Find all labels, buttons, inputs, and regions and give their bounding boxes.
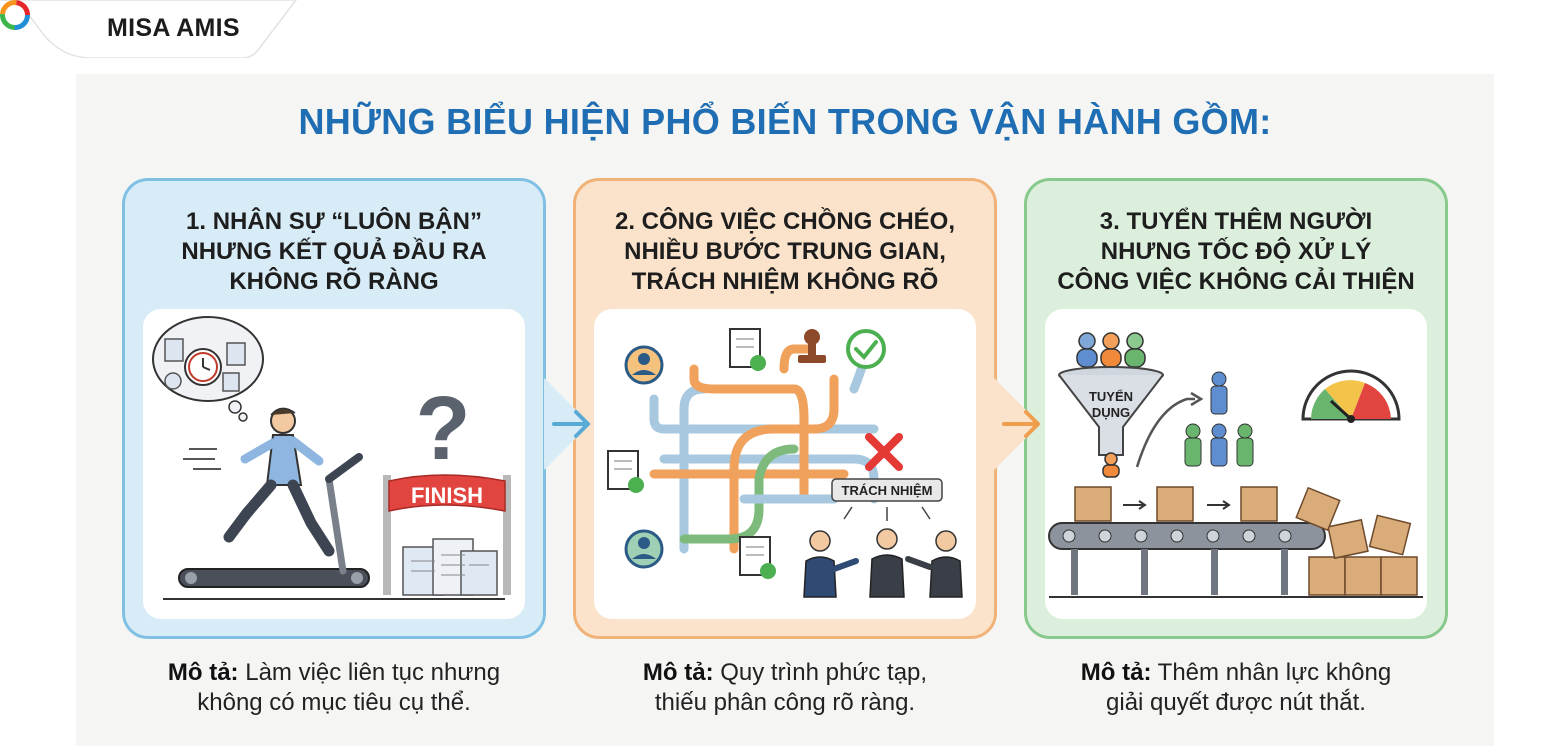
logo-tab: MISA AMIS [0, 0, 300, 58]
card-title-line: KHÔNG RÕ RÀNG [229, 268, 439, 295]
card-title: 2. CÔNG VIỆC CHỒNG CHÉO, NHIỀU BƯỚC TRUN… [586, 207, 984, 297]
card-title-line: 1. NHÂN SỰ “LUÔN BẬN” [186, 208, 482, 235]
check-circle-icon [846, 329, 886, 369]
card-title: 3. TUYỂN THÊM NGƯỜI NHƯNG TỐC ĐỘ XỬ LÝ C… [1037, 207, 1435, 297]
card-title-line: NHIỀU BƯỚC TRUNG GIAN, [624, 238, 946, 265]
logo-tab-shape [0, 0, 297, 58]
box-pile-icon [1295, 486, 1418, 596]
card-description: Mô tả: Thêm nhân lực không giải quyết đư… [1024, 658, 1448, 718]
businessmen-icon [803, 528, 963, 598]
responsibility-text: TRÁCH NHIỆM [842, 483, 933, 498]
card-title-line: CÔNG VIỆC KHÔNG CẢI THIỆN [1057, 268, 1415, 295]
desc-text: giải quyết được nút thắt. [1106, 689, 1366, 716]
red-x-icon [865, 433, 903, 471]
card-description: Mô tả: Làm việc liên tục nhưng không có … [122, 658, 546, 718]
desc-text: không có mục tiêu cụ thể. [197, 689, 471, 716]
card-busy-staff: 1. NHÂN SỰ “LUÔN BẬN” NHƯNG KẾT QUẢ ĐẦU … [122, 178, 546, 639]
card-title-line: NHƯNG KẾT QUẢ ĐẦU RA [181, 238, 487, 265]
document-check-icon [729, 328, 766, 371]
document-check-icon [607, 450, 644, 493]
user-avatar-icon [624, 345, 664, 385]
funnel-label-line2: DỤNG [1092, 405, 1130, 420]
question-mark: ? [416, 379, 471, 479]
card-title-line: 3. TUYỂN THÊM NGƯỜI [1099, 208, 1373, 235]
illustration-treadmill: FINISH ? [143, 309, 525, 619]
card-hiring-no-speedup: 3. TUYỂN THÊM NGƯỜI NHƯNG TỐC ĐỘ XỬ LÝ C… [1024, 178, 1448, 639]
misa-logo-icon [0, 0, 30, 30]
card-title: 1. NHÂN SỰ “LUÔN BẬN” NHƯNG KẾT QUẢ ĐẦU … [135, 207, 533, 297]
staff-tree-icon [1184, 371, 1254, 467]
document-stack-icon [402, 538, 498, 596]
page-title: NHỮNG BIỂU HIỆN PHỔ BIẾN TRONG VẬN HÀNH … [298, 101, 1272, 142]
boxes-on-conveyor-icon [1074, 486, 1278, 522]
desc-text: thiếu phân công rõ ràng. [654, 689, 916, 716]
desc-text: Làm việc liên tục nhưng [245, 659, 501, 686]
brand-name: MISA AMIS [107, 14, 240, 42]
stamp-icon [798, 329, 826, 363]
connector-arrow-1 [544, 378, 590, 470]
speed-gauge-icon [1301, 369, 1401, 423]
card-title-line: TRÁCH NHIỆM KHÔNG RÕ [631, 268, 939, 295]
finish-banner-icon: FINISH ? [383, 379, 511, 595]
card-description: Mô tả: Quy trình phức tạp, thiếu phân cô… [573, 658, 997, 718]
card-title-line: 2. CÔNG VIỆC CHỒNG CHÉO, [614, 208, 956, 235]
connector-arrow-2 [994, 378, 1040, 470]
desc-text: Quy trình phức tạp, [720, 659, 928, 686]
funnel-label-line1: TUYỂN [1089, 389, 1133, 404]
responsibility-label: TRÁCH NHIỆM [831, 478, 943, 521]
tangled-arrows-icon [649, 344, 879, 554]
desc-label: Mô tả: [642, 659, 714, 686]
illustration-tangled-process: TRÁCH NHIỆM [594, 309, 976, 619]
illustration-conveyor: TUYỂN DỤNG [1045, 309, 1427, 619]
thought-cloud-icon [152, 316, 264, 422]
desc-label: Mô tả: [1080, 659, 1152, 686]
desc-text: Thêm nhân lực không [1157, 659, 1392, 686]
people-group-icon [1076, 332, 1146, 368]
card-title-line: NHƯNG TỐC ĐỘ XỬ LÝ [1100, 238, 1372, 265]
card-overlapping-work: 2. CÔNG VIỆC CHỒNG CHÉO, NHIỀU BƯỚC TRUN… [573, 178, 997, 639]
finish-label: FINISH [411, 483, 483, 508]
curved-arrow-icon [1135, 391, 1204, 468]
conveyor-belt-icon [1048, 522, 1326, 595]
document-check-icon [739, 536, 776, 579]
user-avatar-icon [624, 529, 664, 569]
desc-label: Mô tả: [167, 659, 239, 686]
running-person-icon [183, 407, 335, 557]
hiring-funnel-icon: TUYỂN DỤNG [1058, 366, 1164, 478]
treadmill-icon [178, 453, 370, 588]
